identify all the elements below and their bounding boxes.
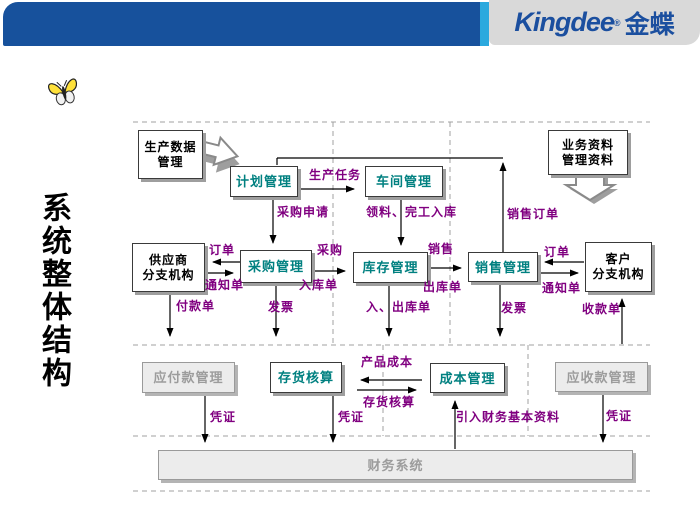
node-purchase-management: 采购管理 bbox=[240, 250, 312, 283]
node-finance-system: 财务系统 bbox=[158, 450, 633, 480]
node-cost-management: 成本管理 bbox=[430, 363, 505, 393]
label-warehouse-in: 入库单 bbox=[299, 278, 339, 292]
label-notice-right: 通知单 bbox=[542, 281, 582, 295]
logo-panel: Kingdee ® 金蝶 bbox=[489, 0, 700, 45]
label-purchase-request: 采购申请 bbox=[277, 205, 330, 219]
label-order-left: 订单 bbox=[209, 243, 236, 257]
label-voucher-ar: 凭证 bbox=[606, 409, 633, 423]
node-production-data: 生产数据 管理 bbox=[138, 130, 203, 179]
node-business-data: 业务资料 管理资料 bbox=[548, 130, 628, 175]
node-accounts-payable: 应付款管理 bbox=[142, 362, 235, 393]
trademark-icon: ® bbox=[613, 17, 621, 28]
block-arrow-right-icon bbox=[199, 135, 240, 173]
label-material-completion: 领料、完工入库 bbox=[366, 205, 458, 219]
node-supplier-branch: 供应商 分支机构 bbox=[132, 243, 205, 292]
label-voucher-ap: 凭证 bbox=[210, 410, 237, 424]
node-inventory-management: 库存管理 bbox=[353, 252, 428, 283]
label-production-task: 生产任务 bbox=[309, 168, 362, 182]
label-product-cost: 产品成本 bbox=[361, 355, 414, 369]
label-receipt: 收款单 bbox=[582, 302, 622, 316]
kingdee-cn-logo-text: 金蝶 bbox=[624, 10, 675, 39]
kingdee-logo-text: Kingdee bbox=[514, 7, 615, 37]
node-workshop-management: 车间管理 bbox=[365, 166, 443, 197]
node-sales-management: 销售管理 bbox=[468, 252, 538, 282]
label-import-finance: 引入财务基本资料 bbox=[456, 410, 561, 424]
node-accounts-receivable: 应收款管理 bbox=[555, 362, 648, 392]
header-accent-stripe bbox=[480, 2, 489, 46]
label-inventory-accounting: 存货核算 bbox=[363, 395, 416, 409]
butterfly-icon bbox=[48, 78, 78, 106]
label-notice-left: 通知单 bbox=[205, 278, 245, 292]
header-bar bbox=[3, 2, 480, 46]
flow-arrows bbox=[166, 157, 626, 449]
label-payment: 付款单 bbox=[176, 299, 216, 313]
page-title: 系统整体结构 bbox=[37, 192, 70, 390]
label-invoice-left: 发票 bbox=[268, 300, 295, 314]
label-sales: 销售 bbox=[428, 242, 455, 256]
label-in-out: 入、出库单 bbox=[366, 300, 432, 314]
label-order-right: 订单 bbox=[544, 245, 571, 259]
node-customer-branch: 客户 分支机构 bbox=[585, 242, 652, 292]
label-sales-order: 销售订单 bbox=[507, 207, 560, 221]
label-voucher-inv: 凭证 bbox=[338, 410, 365, 424]
label-purchase: 采购 bbox=[317, 243, 344, 257]
node-plan-management: 计划管理 bbox=[230, 166, 298, 197]
label-warehouse-out: 出库单 bbox=[423, 280, 463, 294]
label-invoice-right: 发票 bbox=[501, 301, 528, 315]
block-arrow-down-icon bbox=[562, 172, 618, 204]
node-inventory-accounting: 存货核算 bbox=[270, 362, 342, 393]
